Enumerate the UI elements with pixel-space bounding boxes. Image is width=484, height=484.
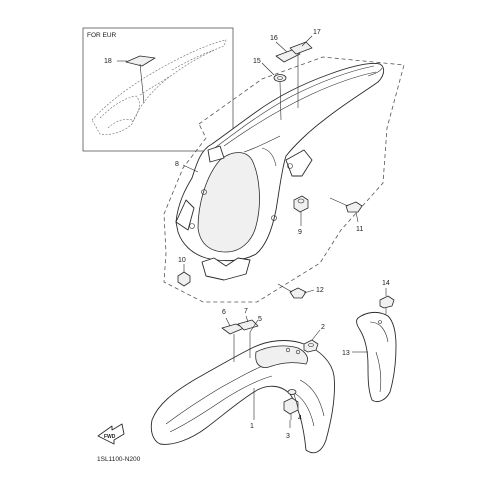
rear-fender-part-8 [175,63,385,281]
callout-8: 8 [175,161,179,168]
leader-7 [245,315,249,323]
inset-for-eur: FOR EUR 18 [82,27,234,152]
callout-15: 15 [253,58,261,65]
callout-4: 4 [298,415,302,422]
bolt-part-11 [329,197,363,213]
bolt-part-10 [177,271,191,287]
callout-1: 1 [250,423,254,430]
callout-7: 7 [244,308,248,315]
inset-frame [82,27,234,152]
decal-part-18 [125,55,156,67]
callout-10: 10 [178,257,186,264]
leader-18-to-fender [139,63,145,104]
fork-guard-part-13 [356,311,397,403]
callout-6: 6 [222,309,226,316]
bolt-part-2 [303,339,319,353]
drawing-code: 1SL1100-N200 [97,456,141,463]
leader-11 [355,211,359,223]
leader-6 [225,317,231,327]
washer-part-4 [287,389,297,395]
bolt-part-9 [293,195,309,213]
decal-part-7 [237,319,259,331]
leader-12 [303,289,315,294]
inset-rear-fender-outline [91,39,227,135]
callout-5: 5 [258,316,262,323]
callout-2: 2 [321,324,325,331]
leader-16 [275,41,288,53]
leader-2 [311,329,321,341]
rear-fender-group-boundary [163,56,405,303]
callout-11: 11 [356,226,363,233]
front-fender-part-1 [150,340,335,454]
leader-4 [293,393,299,409]
grommet-part-15 [273,74,287,82]
leader-8 [182,164,199,173]
leader-15-down [279,81,282,121]
forward-arrow-icon: FWD [97,423,125,445]
leader-5 [249,319,259,333]
bolt-part-12 [277,283,307,299]
bolt-part-3 [283,397,299,420]
callout-18: 18 [104,58,112,65]
callout-3: 3 [286,433,290,440]
decal-part-17 [289,41,313,55]
inset-title: FOR EUR [87,32,117,39]
callout-12: 12 [316,287,324,294]
leader-17 [301,35,313,47]
callout-9: 9 [298,229,302,236]
callout-14: 14 [382,280,390,287]
callout-13: 13 [342,350,350,357]
callout-16: 16 [270,35,278,42]
callout-17: 17 [313,29,321,36]
bolt-part-14 [379,295,395,314]
forward-arrow-label: FWD [104,434,116,440]
leader-15 [261,62,275,76]
